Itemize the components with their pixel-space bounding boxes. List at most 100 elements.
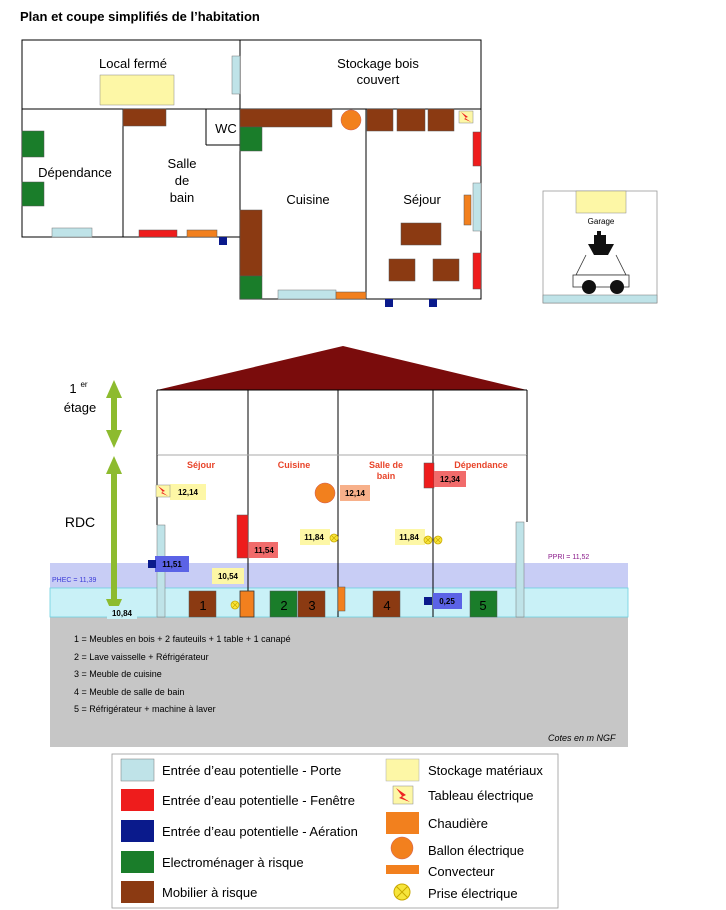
mobilier-risque [188,590,217,618]
room-label-stockage-bois-1: Stockage bois [337,56,419,71]
ground [50,617,628,747]
fenetre [423,462,435,489]
legend-swatch-chaudiere [386,812,419,834]
room-label-cuisine: Cuisine [286,192,329,207]
legend-label-fenetre: Entrée d’eau potentielle - Fenêtre [162,793,355,808]
level-tag-door [155,556,189,572]
level-value: 10,54 [218,572,239,581]
mobilier-risque [388,258,416,282]
legend-label-porte: Entrée d’eau potentielle - Porte [162,763,341,778]
electromenager-risque [21,181,45,207]
section-room-salle-1: Salle de [369,460,403,470]
aeration [148,560,156,568]
note-line: 3 = Meuble de cuisine [74,669,162,679]
note-line: 4 = Meuble de salle de bain [74,687,184,697]
legend: Entrée d’eau potentielle - Porte Entrée … [111,753,559,909]
level-value: 12,34 [440,475,461,484]
floor-label-num: 1 [69,381,76,396]
level-tag-ground [107,606,137,619]
porte-entree [542,294,658,304]
trailer-icon [572,254,630,294]
convecteur [239,590,255,618]
convecteur [463,194,472,226]
legend-swatch-fenetre [121,789,154,811]
note-line: 2 = Lave vaisselle + Réfrigérateur [74,652,209,662]
level-value: 10,84 [112,609,133,618]
porte-entree [472,182,482,232]
convecteur [335,291,367,300]
electromenager-risque [21,130,45,158]
porte-entree [515,521,525,618]
level-tag-prise [300,529,330,545]
legend-label-prise: Prise électrique [428,886,518,901]
mobilier-risque [372,590,401,618]
prise-electrique-icon [423,535,443,545]
legend-label-stockage: Stockage matériaux [428,763,543,778]
level-tag-aeration [433,593,462,609]
tableau-electrique-icon [392,785,414,805]
mobilier-risque [427,108,455,132]
fenetre [472,131,482,167]
room-label-dependance: Dépendance [38,165,112,180]
legend-swatch-convecteur [386,865,419,874]
room-label-salle-1: Salle [168,156,197,171]
level-value: 11,54 [254,546,274,555]
level-value: 12,14 [178,488,199,497]
room-label-stockage-bois-2: couvert [357,72,400,87]
furniture-number: 1 [199,598,206,613]
room-label-salle-3: bain [170,190,195,205]
legend-swatch-ballon [390,836,414,860]
convecteur [337,586,346,612]
aeration [385,299,393,307]
mobilier-risque [239,209,263,277]
fenetre [138,229,178,238]
legend-swatch-mobilier [121,881,154,903]
legend-swatch-porte [120,758,155,782]
garage-plan: Garage [542,190,658,304]
prise-electrique-icon [329,533,339,543]
phec-band [50,563,628,588]
legend-label-ballon: Ballon électrique [428,843,524,858]
aeration [429,299,437,307]
prise-electrique-icon [393,883,411,901]
section-room-dependance: Dépendance [454,460,508,470]
room-label-salle-2: de [175,173,189,188]
boat-icon [588,231,614,255]
legend-label-aeration: Entrée d’eau potentielle - Aération [162,824,358,839]
fenetre [236,514,249,559]
note-line: 1 = Meubles en bois + 2 fauteuils + 1 ta… [74,634,291,644]
electromenager-risque [239,126,263,152]
room-label-sejour: Séjour [403,192,441,207]
rdc-label: RDC [65,514,95,530]
room-label-local-ferme: Local fermé [99,56,167,71]
level-tag-prise [212,568,244,584]
mobilier-risque [297,590,326,618]
legend-swatch-stockage [385,758,420,782]
floor-label-sup: er [80,380,87,389]
floor-plan: Local fermé Stockage bois couvert WC Dép… [21,39,482,307]
level-value: 11,84 [399,533,419,542]
prise-electrique-icon [230,600,240,610]
double-arrow-icon [106,380,122,448]
level-tag-tableau [170,484,206,500]
aeration [219,237,227,245]
note-line: 5 = Réfrigérateur + machine à laver [74,704,216,714]
furniture-number: 5 [479,598,486,613]
legend-label-mobilier: Mobilier à risque [162,885,257,900]
furniture-number: 2 [280,598,287,613]
ppri-label: PPRI = 11,52 [548,554,589,561]
section-room-sejour: Séjour [187,460,216,470]
legend-label-tableau: Tableau électrique [428,788,534,803]
section-view: 1 er étage RDC Séjour Cuisine Salle de b… [49,346,629,747]
level-value: 12,14 [345,489,366,498]
roof [157,346,527,390]
level-tag-window [434,471,466,487]
fenetre [472,252,482,290]
cotes-label: Cotes en m NGF [548,733,616,743]
mobilier-risque [396,108,426,132]
mobilier-risque [400,222,442,246]
legend-swatch-aeration [121,820,154,842]
level-value: 11,84 [304,533,324,542]
mobilier-risque [366,108,394,132]
level-tag-prise [395,529,425,545]
